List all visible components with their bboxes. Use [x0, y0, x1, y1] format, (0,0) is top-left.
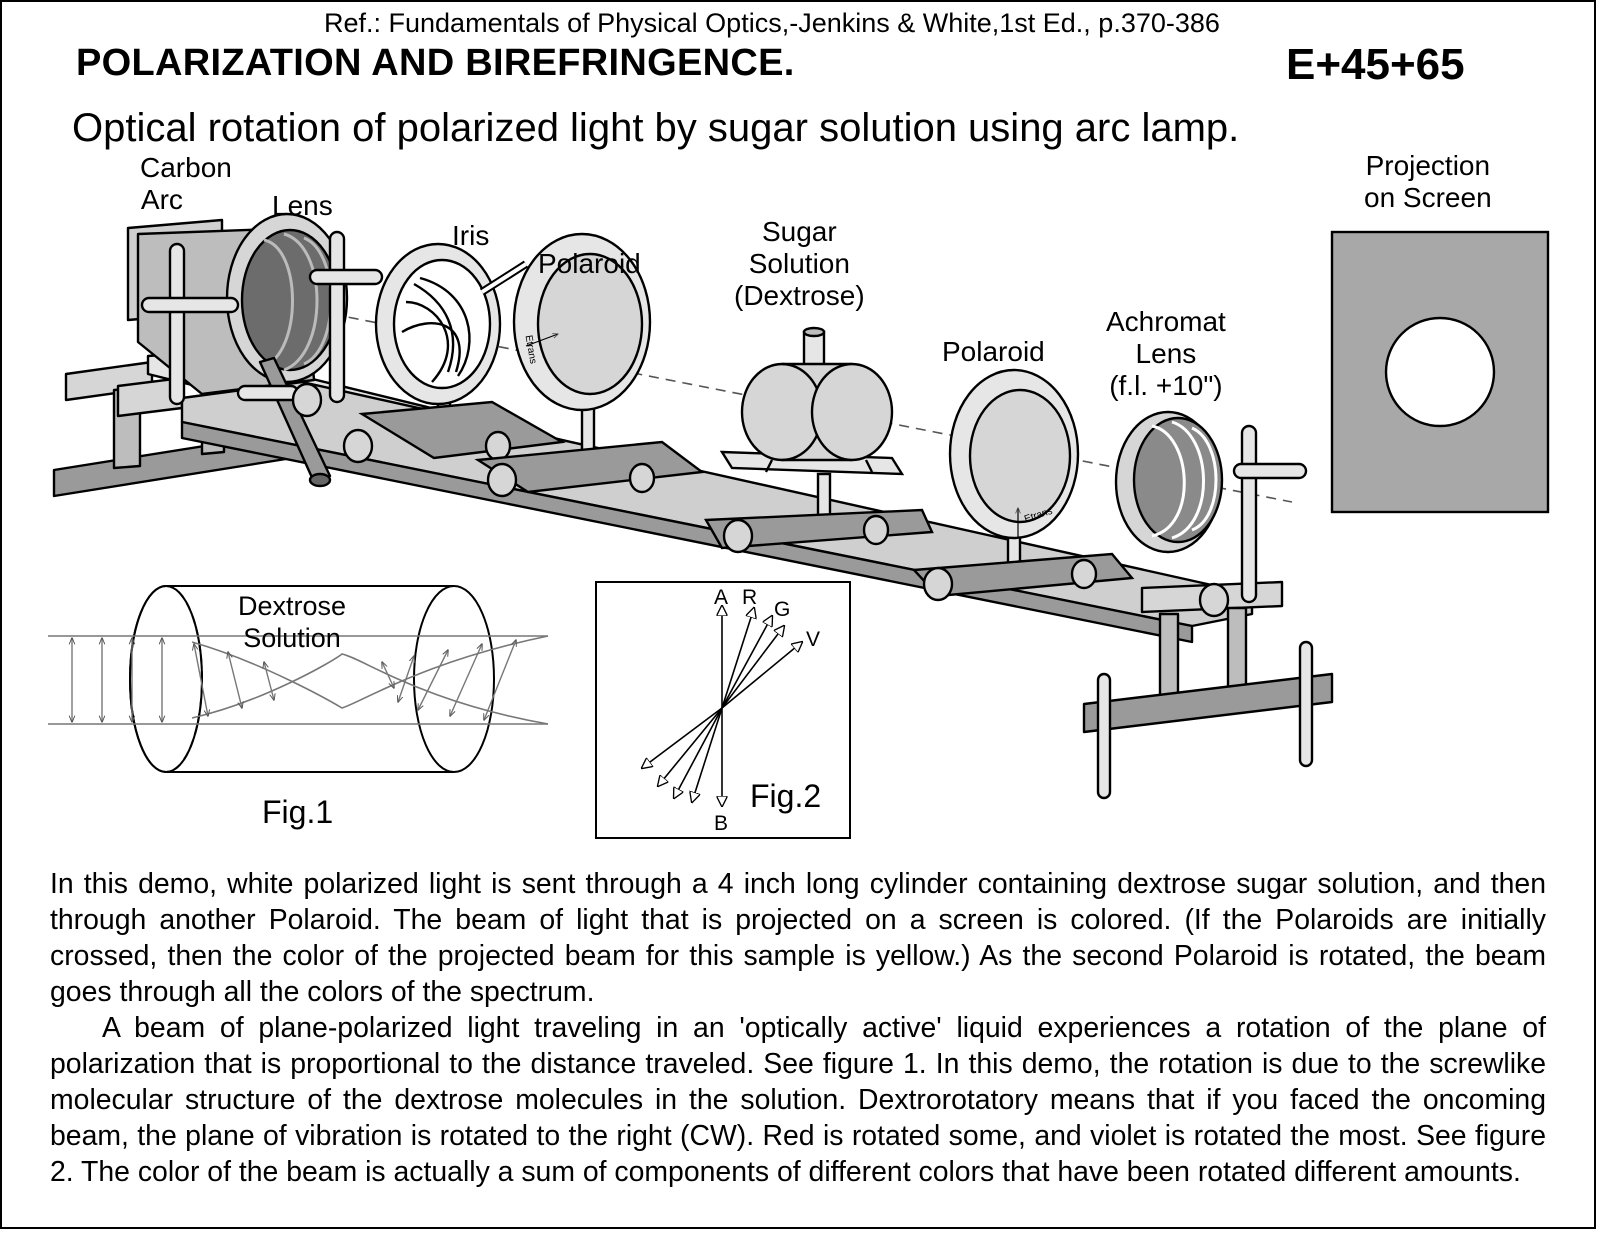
- label-achromat-lens: Achromat Lens (f.l. +10"): [1106, 306, 1226, 401]
- page-title: POLARIZATION AND BIREFRINGENCE.: [76, 42, 795, 84]
- sugar-solution-cell: [703, 326, 934, 554]
- figure1-label: Dextrose Solution: [238, 591, 347, 653]
- label-projection-screen: Projection on Screen: [1364, 150, 1492, 213]
- apparatus-diagram: [48, 212, 1550, 839]
- description-text: In this demo, white polarized light is s…: [50, 866, 1546, 1190]
- first-polaroid: [474, 232, 706, 498]
- carbon-arc-lamp: [126, 212, 349, 488]
- figure2-box: [595, 581, 851, 839]
- iris-diaphragm: [342, 242, 566, 464]
- demo-code: E+45+65: [1286, 40, 1465, 89]
- vector-label-a: A: [714, 586, 729, 609]
- vector-label-r: R: [742, 586, 758, 609]
- label-iris: Iris: [452, 220, 490, 251]
- vector-label-g: G: [774, 598, 791, 621]
- first-lens: [291, 230, 384, 418]
- projection-screen: [1330, 230, 1550, 514]
- label-lens: Lens: [272, 190, 333, 221]
- page-subtitle: Optical rotation of polarized light by s…: [72, 106, 1240, 150]
- label-carbon-arc: Carbon Arc: [140, 152, 232, 215]
- reference-line: Ref.: Fundamentals of Physical Optics,-J…: [324, 8, 1220, 38]
- vector-label-b: B: [714, 812, 729, 835]
- achromat-lens: [1114, 410, 1308, 618]
- paragraph-1: In this demo, white polarized light is s…: [50, 868, 1546, 1008]
- paragraph-2: A beam of plane-polarized light travelin…: [50, 1012, 1546, 1188]
- figure1-caption: Fig.1: [262, 794, 334, 830]
- figure2-caption: Fig.2: [750, 778, 822, 814]
- label-polaroid-2: Polaroid: [942, 336, 1045, 367]
- label-sugar-solution: Sugar Solution (Dextrose): [734, 216, 865, 311]
- figure1-cylinder: [48, 585, 549, 773]
- vector-label-v: V: [806, 628, 821, 651]
- label-polaroid-1: Polaroid: [538, 248, 641, 279]
- second-polaroid: [911, 368, 1135, 602]
